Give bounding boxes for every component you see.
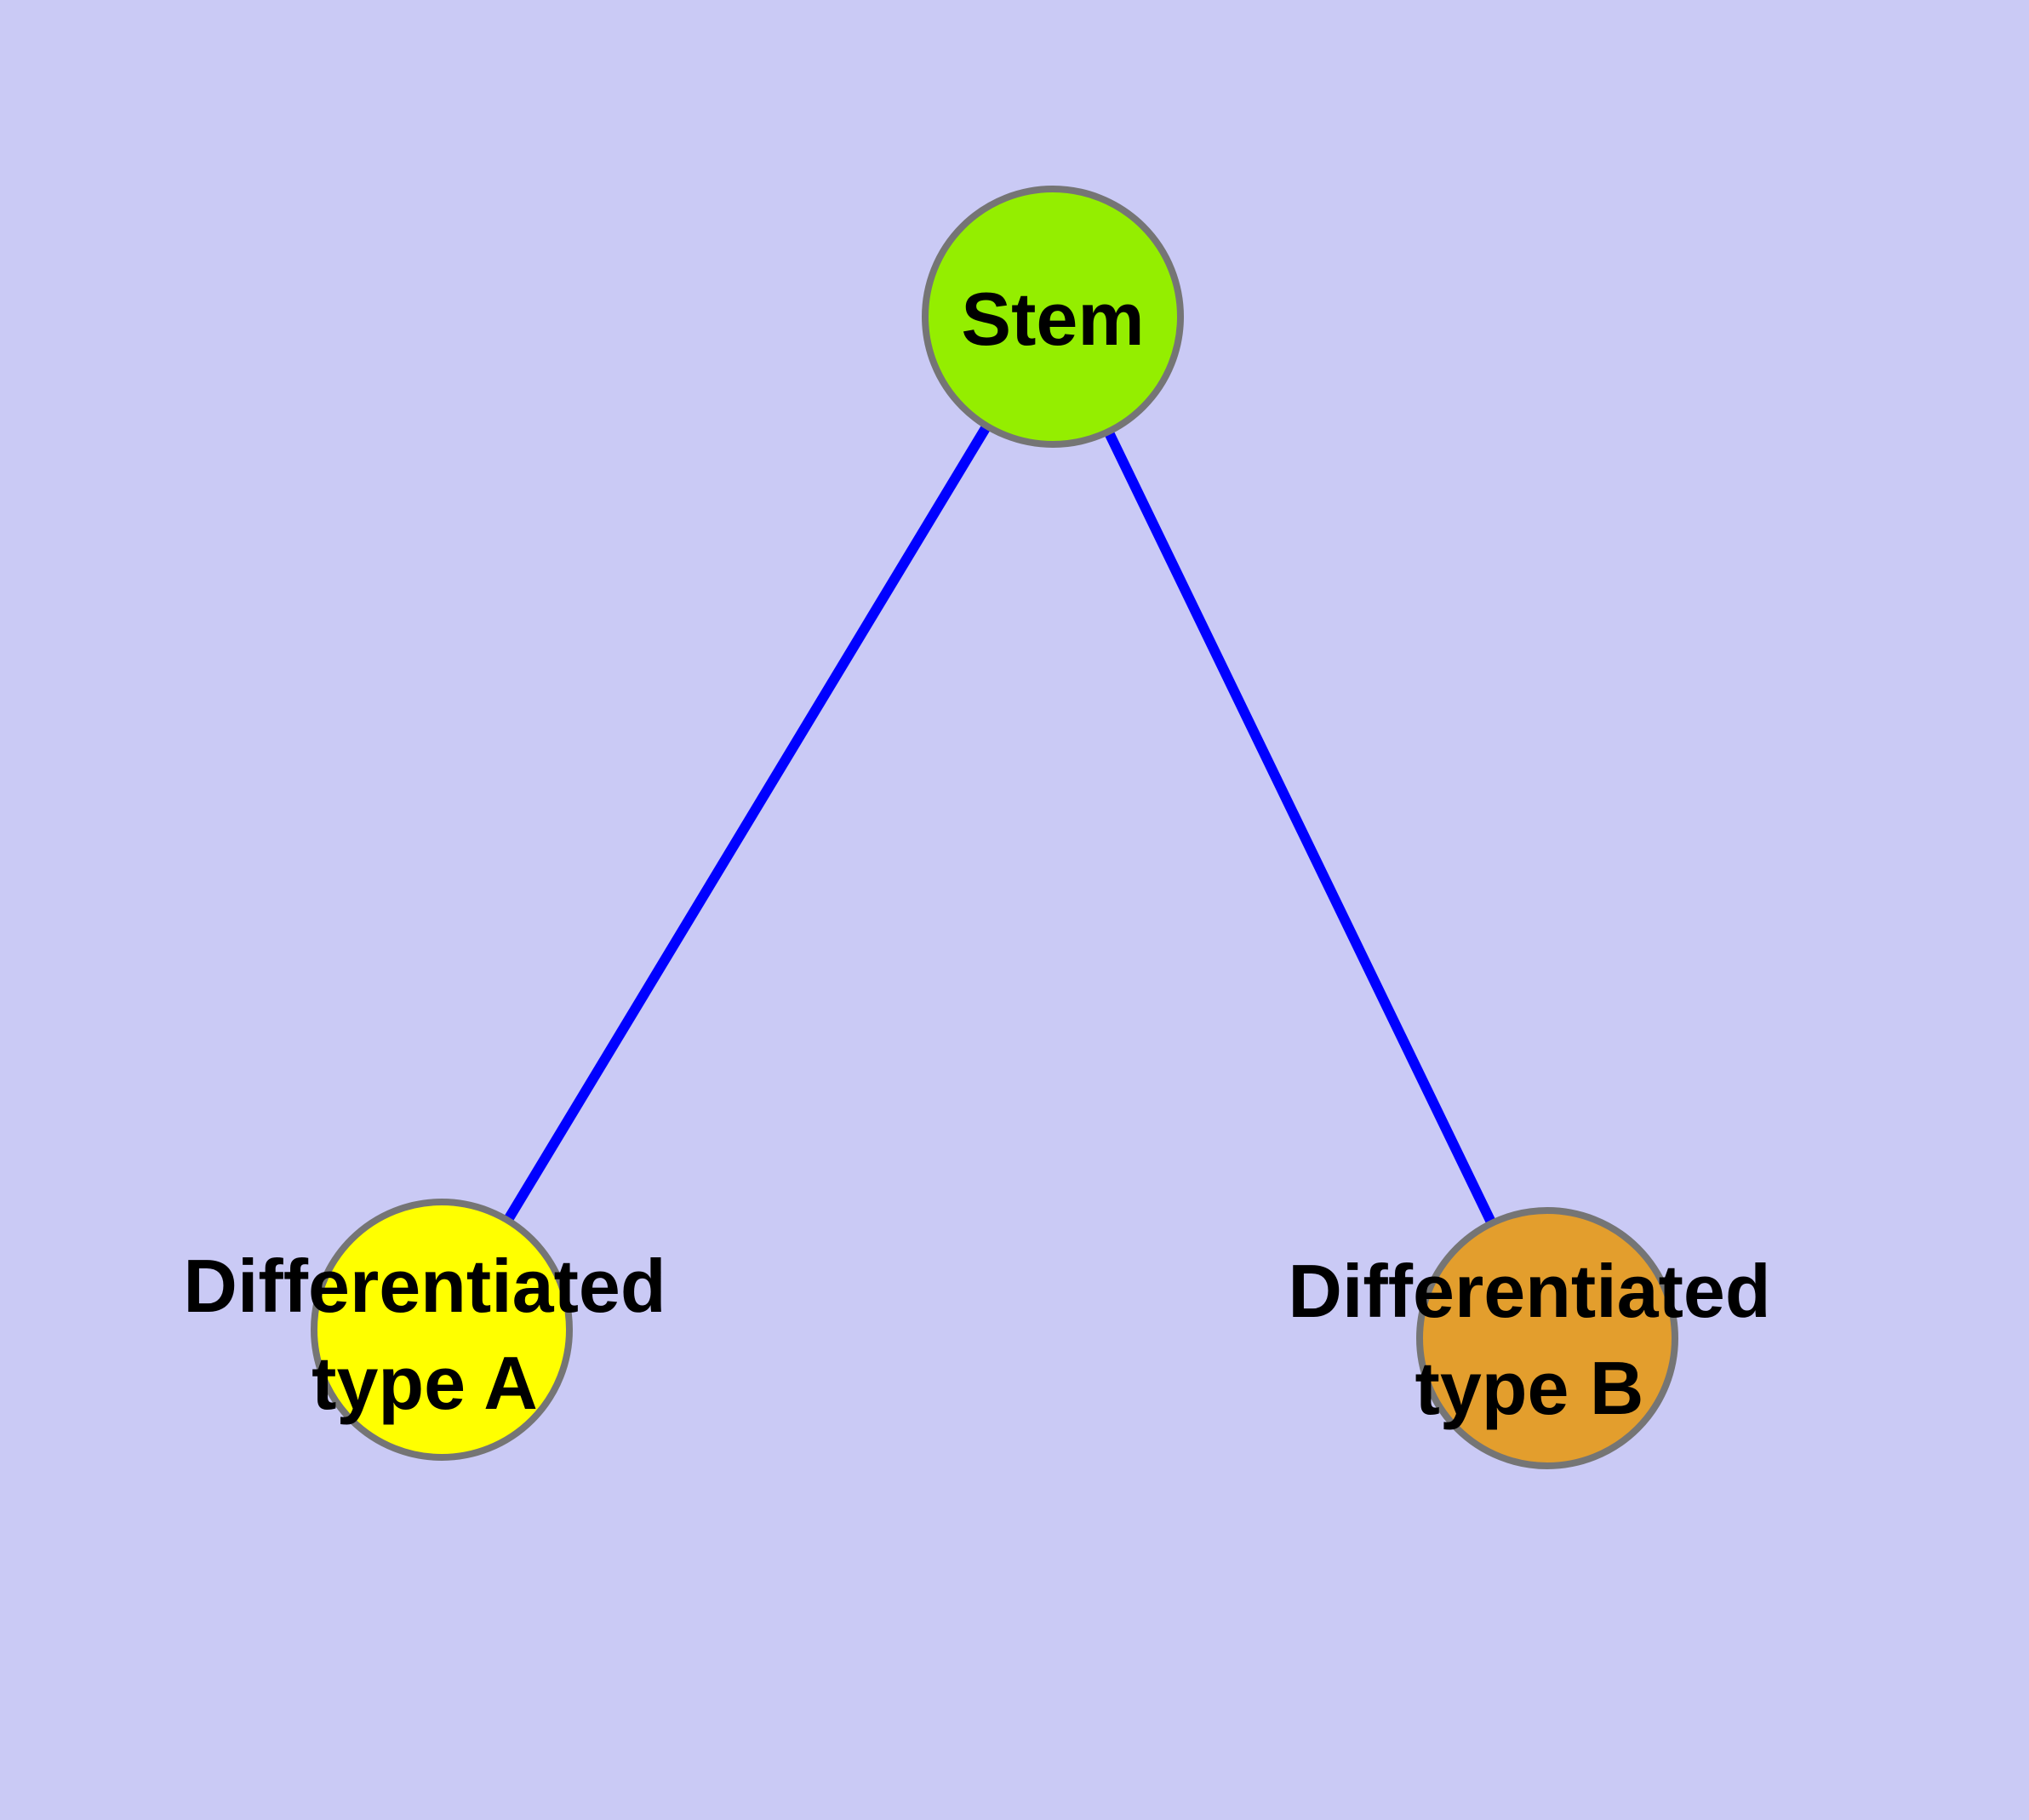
node-typeA-label: Differentiated type A [183,1238,666,1432]
node-typeA-label-line1: Differentiated [183,1244,666,1328]
edge-stem-to-typeA [437,313,1058,1333]
node-stem-label: Stem [961,271,1144,368]
node-typeB-label: Differentiated type B [1288,1243,1770,1437]
node-stem-label-line1: Stem [961,277,1145,361]
edge-stem-to-typeB [1048,314,1552,1341]
node-typeB-circle [1416,1207,1678,1469]
node-typeA-circle [311,1199,573,1461]
node-typeA-label-line2: type A [311,1341,538,1425]
node-typeB-label-line2: type B [1415,1346,1644,1430]
node-stem-circle [922,186,1184,448]
node-typeB-label-line1: Differentiated [1288,1249,1771,1333]
